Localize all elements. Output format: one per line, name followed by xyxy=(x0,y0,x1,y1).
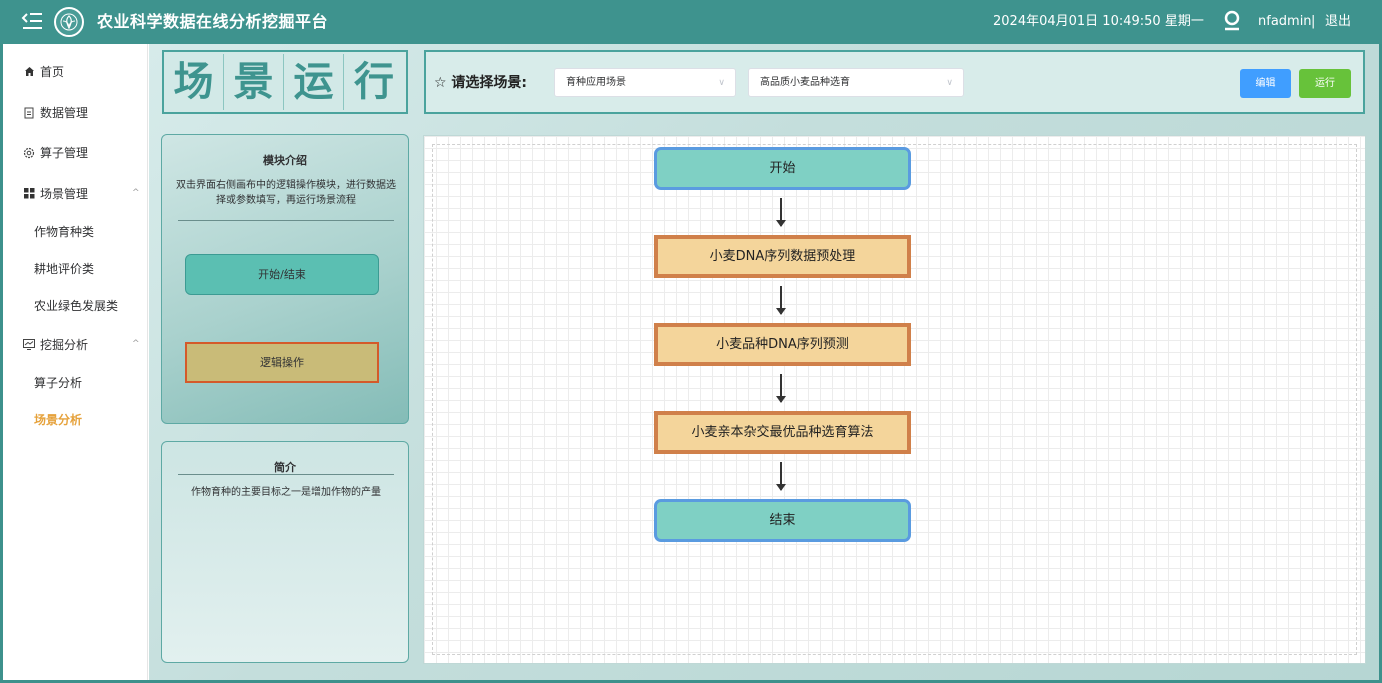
scene-category-value: 育种应用场景 xyxy=(566,77,626,88)
summary-title: 简介 xyxy=(274,461,296,474)
page-title-char: 场 xyxy=(164,54,224,110)
divider xyxy=(178,474,394,475)
sidebar-item-green-development[interactable]: 农业绿色发展类 xyxy=(34,299,119,313)
sidebar-item-label: 首页 xyxy=(40,65,65,79)
flow-canvas[interactable]: 开始 小麦DNA序列数据预处理 小麦品种DNA序列预测 小麦亲本杂交最优品种选育… xyxy=(423,135,1366,664)
sidebar-item-farmland-evaluation[interactable]: 耕地评价类 xyxy=(34,262,95,276)
chart-icon xyxy=(22,333,36,357)
sidebar-item-scene-management[interactable]: 场景管理 ^ xyxy=(3,182,148,206)
home-icon xyxy=(22,60,36,84)
module-intro-title: 模块介绍 xyxy=(263,154,307,167)
sidebar-item-operator-analysis[interactable]: 算子分析 xyxy=(34,376,83,390)
flow-arrow xyxy=(776,374,786,403)
current-datetime: 2024年04月01日 10:49:50 星期一 xyxy=(993,14,1204,29)
flow-arrow xyxy=(776,462,786,491)
run-button[interactable]: 运行 xyxy=(1299,69,1351,98)
scene-select[interactable]: 高品质小麦品种选育 ∨ xyxy=(748,68,964,97)
grid-icon xyxy=(22,182,36,206)
canvas-drop-area xyxy=(432,144,1357,655)
flow-node-predict[interactable]: 小麦品种DNA序列预测 xyxy=(654,323,911,366)
app-title: 农业科学数据在线分析挖掘平台 xyxy=(97,12,329,31)
flow-node-start[interactable]: 开始 xyxy=(654,147,911,190)
sidebar: 首页 数据管理 算子管理 场景管理 ^ 作物育种类 耕地评价类 农业绿色发展类 … xyxy=(3,44,148,680)
scene-select-label: ☆ 请选择场景: xyxy=(434,75,528,91)
page-title-char: 行 xyxy=(354,59,394,105)
chevron-up-icon: ^ xyxy=(132,188,140,198)
scene-category-select[interactable]: 育种应用场景 ∨ xyxy=(554,68,736,97)
divider xyxy=(178,220,394,221)
chevron-down-icon: ∨ xyxy=(718,78,725,88)
page-title-char: 景 xyxy=(224,54,284,110)
sidebar-item-crop-breeding[interactable]: 作物育种类 xyxy=(34,225,95,239)
sidebar-item-label: 挖掘分析 xyxy=(40,338,89,352)
summary-panel: 简介 作物育种的主要目标之一是增加作物的产量 xyxy=(161,441,409,663)
scene-value: 高品质小麦品种选育 xyxy=(760,77,850,88)
menu-collapse-icon[interactable] xyxy=(21,11,43,31)
module-intro-panel: 模块介绍 双击界面右侧画布中的逻辑操作模块，进行数据选择或参数填写，再运行场景流… xyxy=(161,134,409,424)
sidebar-item-home[interactable]: 首页 xyxy=(3,60,148,84)
sidebar-item-data-management[interactable]: 数据管理 xyxy=(3,101,148,125)
sidebar-item-label: 场景管理 xyxy=(40,187,89,201)
user-avatar-icon[interactable] xyxy=(1222,10,1242,32)
logout-link[interactable]: 退出 xyxy=(1325,14,1352,29)
page-title-char: 运 xyxy=(284,54,344,110)
gear-icon xyxy=(22,141,36,165)
flow-arrow xyxy=(776,198,786,227)
document-icon xyxy=(22,101,36,125)
summary-text: 作物育种的主要目标之一是增加作物的产量 xyxy=(191,487,381,498)
logic-operation-tool[interactable]: 逻辑操作 xyxy=(185,342,379,383)
edit-button[interactable]: 编辑 xyxy=(1240,69,1291,98)
chevron-up-icon: ^ xyxy=(132,339,140,349)
sidebar-item-mining-analysis[interactable]: 挖掘分析 ^ xyxy=(3,333,148,357)
sidebar-item-operator-management[interactable]: 算子管理 xyxy=(3,141,148,165)
scene-select-bar: ☆ 请选择场景: 育种应用场景 ∨ 高品质小麦品种选育 ∨ 编辑 运行 xyxy=(424,50,1365,114)
sidebar-item-label: 数据管理 xyxy=(40,106,89,120)
header-separator: | xyxy=(1311,14,1316,29)
flow-node-breeding-algorithm[interactable]: 小麦亲本杂交最优品种选育算法 xyxy=(654,411,911,454)
flow-node-end[interactable]: 结束 xyxy=(654,499,911,542)
module-intro-text: 双击界面右侧画布中的逻辑操作模块，进行数据选择或参数填写，再运行场景流程 xyxy=(176,180,396,206)
chevron-down-icon: ∨ xyxy=(946,78,953,88)
username: nfadmin xyxy=(1258,14,1312,29)
sidebar-item-scene-analysis[interactable]: 场景分析 xyxy=(34,413,83,427)
page-title: 场 景 运 行 xyxy=(162,50,408,114)
flow-node-preprocess[interactable]: 小麦DNA序列数据预处理 xyxy=(654,235,911,278)
top-header: 农业科学数据在线分析挖掘平台 2024年04月01日 10:49:50 星期一 … xyxy=(0,0,1382,44)
flow-arrow xyxy=(776,286,786,315)
sidebar-item-label: 算子管理 xyxy=(40,146,89,160)
platform-logo-icon xyxy=(54,7,84,37)
start-end-tool[interactable]: 开始/结束 xyxy=(185,254,379,295)
